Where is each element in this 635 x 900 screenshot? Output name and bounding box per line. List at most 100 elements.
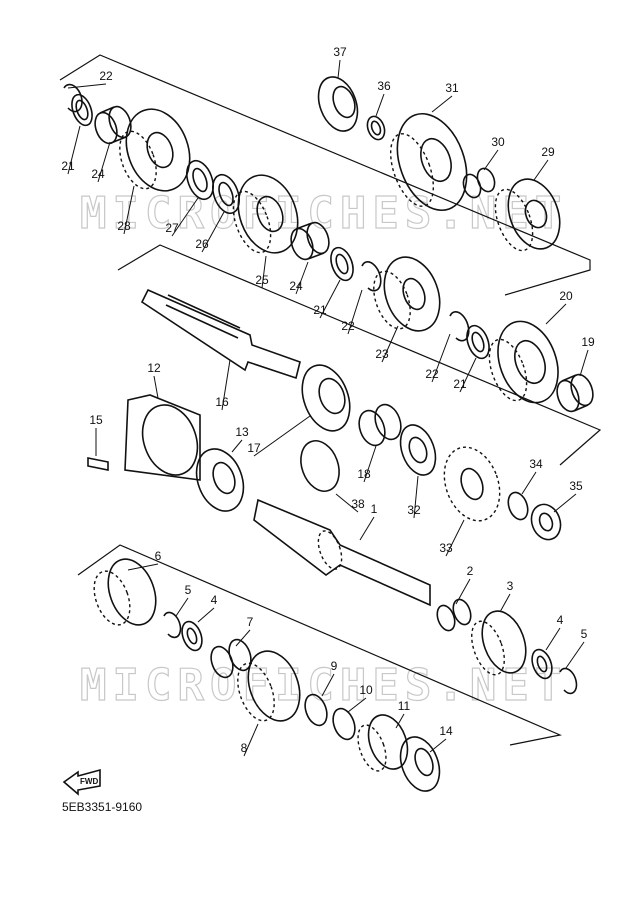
callout-label: 35 (569, 479, 583, 493)
callout-label: 22 (99, 69, 113, 83)
callout-label: 37 (333, 45, 347, 59)
callout-leader (429, 738, 447, 753)
callout-label: 8 (241, 741, 248, 755)
callout-leader (97, 141, 111, 183)
callout-label: 3 (507, 579, 514, 593)
callout-leader (533, 159, 549, 181)
part-5-circlip (163, 611, 182, 639)
callout-leader (67, 125, 81, 175)
callout-label: 38 (351, 497, 365, 511)
part-31-gear (389, 112, 468, 212)
callout-label: 10 (359, 683, 373, 697)
callout-leader (197, 607, 215, 623)
callout-leader (565, 641, 585, 669)
part-21-washer (71, 93, 93, 127)
part-16-main-axle (140, 288, 301, 380)
part-24-needle-bearing-b (290, 221, 330, 261)
callout-label: 5 (581, 627, 588, 641)
part-15-bolt (87, 457, 109, 471)
callout-leader (337, 59, 341, 79)
middle-group-frame (117, 244, 602, 466)
callout-label: 28 (117, 219, 131, 233)
callout-leader (335, 493, 359, 513)
part-12-bearing-housing (124, 394, 201, 481)
callout-leader (359, 516, 375, 541)
part-27-washer (186, 159, 214, 201)
callout-leader (413, 475, 419, 519)
callout-label: 12 (147, 361, 161, 375)
callout-leader (483, 149, 499, 171)
callout-label: 24 (91, 167, 105, 181)
callout-leader (381, 325, 399, 363)
callout-label: 36 (377, 79, 391, 93)
callout-label: 23 (375, 347, 389, 361)
callout-label: 29 (541, 145, 555, 159)
callout-leader (395, 713, 405, 729)
fwd-arrow-icon: FWD (62, 768, 101, 796)
part-5-circlip-b (559, 667, 578, 695)
callout-label: 5 (185, 583, 192, 597)
part-33-sprocket (443, 446, 501, 522)
part-28-gear (119, 108, 191, 192)
callout-leader (235, 629, 251, 647)
part-19-bushing (556, 373, 594, 413)
callout-label: 24 (289, 279, 303, 293)
callout-label: 26 (195, 237, 209, 251)
callout-leader (261, 255, 267, 289)
callout-leader (545, 627, 561, 651)
part-11-gear (357, 714, 409, 772)
part-32-spacer (399, 424, 437, 476)
svg-text:FWD: FWD (80, 777, 98, 786)
callout-leader (363, 445, 377, 483)
callout-label: 25 (255, 273, 269, 287)
upper-group-frame (59, 54, 591, 296)
part-4-washer (181, 620, 203, 652)
callout-leader (231, 439, 243, 453)
callout-leader (347, 289, 363, 335)
part-7-needle-bearing (210, 638, 252, 679)
part-18-collar (358, 403, 402, 447)
callout-leader (455, 578, 471, 605)
part-14-bearing (399, 736, 441, 792)
callout-label: 33 (439, 541, 453, 555)
part-21-washer-b (330, 246, 354, 282)
callout-leader (375, 93, 385, 117)
callout-label: 21 (313, 303, 327, 317)
callout-leader (445, 519, 465, 557)
part-36-washer (366, 115, 386, 141)
part-2-collar (436, 598, 472, 632)
callout-leader (347, 697, 367, 713)
callout-label: 27 (165, 221, 179, 235)
callout-leader (545, 303, 567, 325)
callout-leader (221, 359, 231, 411)
callout-leader (295, 261, 309, 295)
part-1-drive-axle (253, 498, 431, 607)
part-38-circlip (300, 440, 340, 492)
part-21-washer-c (466, 324, 490, 360)
callout-leader (553, 493, 577, 513)
callout-leader (127, 563, 159, 571)
callout-label: 22 (425, 367, 439, 381)
part-22-circlip (63, 83, 83, 113)
part-37-bearing (317, 76, 359, 132)
part-25-gear (232, 174, 299, 254)
part-22-circlip-c (449, 311, 470, 342)
callout-leader (499, 593, 511, 613)
callout-label: 2 (467, 564, 474, 578)
callout-label: 15 (89, 413, 103, 427)
callout-leader (431, 333, 451, 383)
part-26-lock-washer (212, 173, 240, 215)
callout-label: 19 (581, 335, 595, 349)
part-9-washer (304, 693, 328, 727)
callout-leader (123, 185, 135, 235)
diagram-code: 5EB3351-9160 (62, 800, 143, 814)
part-4-washer-b (531, 648, 553, 680)
part-3-gear (471, 610, 527, 676)
part-34-lock-washer (507, 491, 529, 521)
callout-label: 13 (235, 425, 249, 439)
callout-leader (175, 597, 189, 617)
callout-label: 22 (341, 319, 355, 333)
callout-label: 20 (559, 289, 573, 303)
callout-label: 14 (439, 724, 453, 738)
